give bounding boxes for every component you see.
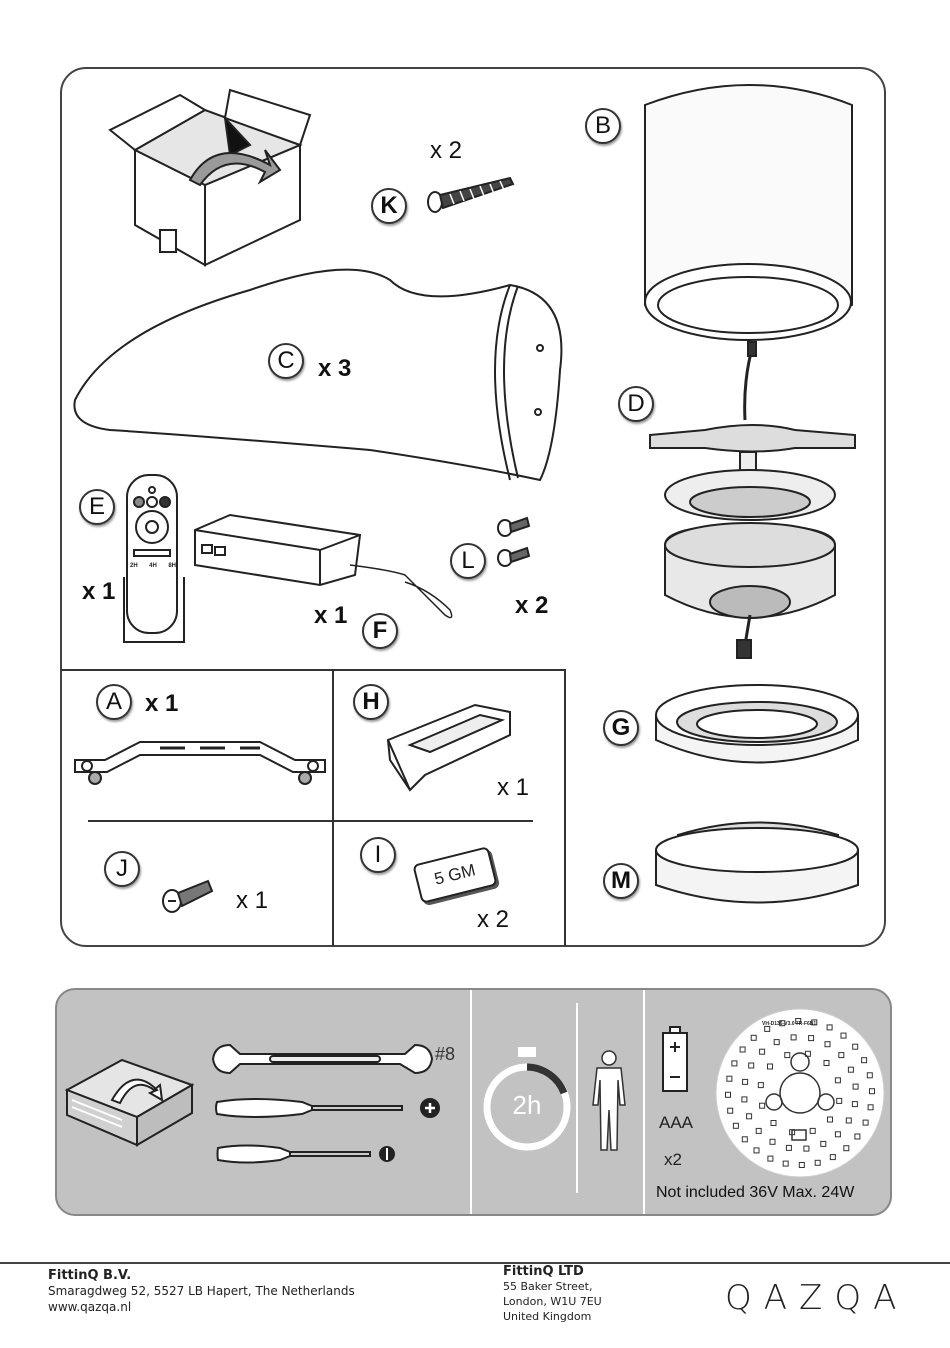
part-k-label: K <box>371 188 407 224</box>
part-h-quantity: x 1 <box>497 774 529 802</box>
remote-button-4h: 4H <box>149 563 157 569</box>
toolbar-divider-3 <box>643 990 645 1214</box>
part-l-label: L <box>450 543 486 579</box>
remote-button-8h: 8H <box>168 563 176 569</box>
part-g-label: G <box>603 710 639 746</box>
battery-quantity-label: x2 <box>664 1150 682 1170</box>
battery-icon <box>660 1025 690 1095</box>
screw-j-icon <box>160 873 215 915</box>
part-i-quantity: x 2 <box>477 906 509 934</box>
part-b-label: B <box>585 108 621 144</box>
part-j-label: J <box>104 851 140 887</box>
company2-name: FittinQ LTD <box>503 1264 584 1279</box>
one-person-icon <box>589 1050 629 1155</box>
bracket-a-icon <box>65 730 335 795</box>
part-f-quantity: x 1 <box>314 602 347 630</box>
part-f-label: F <box>362 613 398 649</box>
box-icon <box>105 90 315 270</box>
part-c-quantity: x 3 <box>318 355 351 383</box>
ring-g-icon <box>653 680 863 780</box>
led-not-included-note: Not included 36V Max. 24W <box>656 1184 854 1202</box>
led-board-text: VH-D136-V3.0 7R-F6B1 <box>762 1021 816 1027</box>
part-k-quantity: x 2 <box>430 137 462 165</box>
footer-rule <box>0 1262 950 1264</box>
remote-button-2h: 2H <box>130 563 138 569</box>
battery-type-label: AAA <box>659 1113 693 1133</box>
company2-country: United Kingdom <box>503 1310 591 1324</box>
company2-street: 55 Baker Street, <box>503 1280 592 1294</box>
part-a-quantity: x 1 <box>145 690 178 718</box>
part-i-label: I <box>360 837 396 873</box>
cover-m-icon <box>653 805 863 915</box>
panel-divider-vertical-mid <box>332 669 334 946</box>
remote-timer-buttons: 2H 4H 8H <box>130 563 176 569</box>
company1-name: FittinQ B.V. <box>48 1268 131 1283</box>
panel-divider-horizontal <box>61 669 565 671</box>
panel-divider-inner <box>88 820 533 822</box>
toolbar-divider-1 <box>470 990 472 1214</box>
brand-logo: QAZQA <box>725 1278 908 1318</box>
company2-city: London, W1U 7EU <box>503 1295 602 1309</box>
flat-screwdriver-icon <box>215 1140 400 1168</box>
remote-e-icon <box>122 472 192 647</box>
workbench-icon <box>62 1035 202 1155</box>
part-j-quantity: x 1 <box>236 887 268 915</box>
led-board-icon <box>712 1008 888 1178</box>
screw-k-icon <box>425 170 520 215</box>
housing-b-icon <box>640 80 860 342</box>
part-m-label: M <box>603 863 639 899</box>
toolbar-divider-2 <box>576 1003 578 1193</box>
company1-address: Smaragdweg 52, 5527 LB Hapert, The Nethe… <box>48 1284 355 1299</box>
part-e-label: E <box>79 489 115 525</box>
weight-i-label: 5 GM <box>432 860 477 889</box>
install-time-label: 2h <box>488 1090 566 1121</box>
screws-l-icon <box>495 510 535 575</box>
part-c-label: C <box>268 343 304 379</box>
panel-divider-vertical-right <box>564 669 566 946</box>
motor-d-icon <box>645 340 860 665</box>
company1-website: www.qazqa.nl <box>48 1300 131 1315</box>
phillips-screwdriver-icon <box>212 1092 447 1124</box>
wrench-icon <box>210 1040 435 1078</box>
part-l-quantity: x 2 <box>515 592 548 620</box>
part-e-quantity: x 1 <box>82 578 115 606</box>
part-a-label: A <box>96 684 132 720</box>
wrench-size-label: #8 <box>435 1044 455 1065</box>
